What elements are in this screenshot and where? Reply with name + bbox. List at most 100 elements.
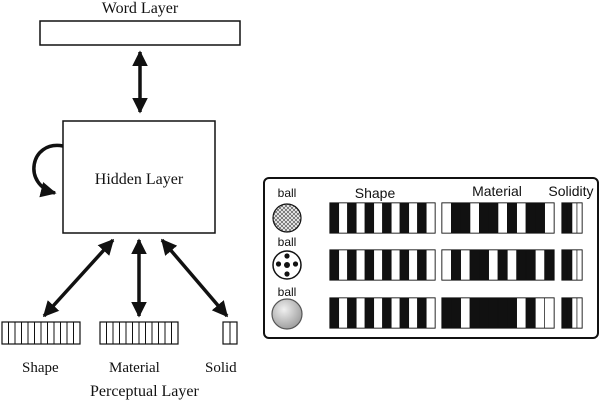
feature-unit-shape xyxy=(425,249,436,281)
feature-unit-material xyxy=(525,297,536,329)
feature-unit-shape xyxy=(399,249,410,281)
feature-unit-shape xyxy=(355,249,366,281)
feature-unit-material xyxy=(460,249,471,281)
row-2-object-label: ball xyxy=(278,235,297,249)
feature-unit-shape xyxy=(347,249,357,281)
feature-unit-material xyxy=(460,202,471,234)
feature-unit-shape xyxy=(390,297,401,329)
feature-unit-material xyxy=(469,297,480,329)
feature-unit-shape xyxy=(425,297,436,329)
feature-unit-material xyxy=(525,202,536,234)
feature-unit-material xyxy=(516,249,527,281)
shape-feature-label: Shape xyxy=(22,360,59,376)
feature-unit-material xyxy=(535,202,545,234)
perceptual-layer-label: Perceptual Layer xyxy=(90,383,200,400)
feature-unit-material xyxy=(441,297,452,329)
feature-unit-shape xyxy=(355,297,366,329)
shape-column-header: Shape xyxy=(355,185,396,201)
hidden-layer-label: Hidden Layer xyxy=(95,171,184,188)
material-column-header: Material xyxy=(472,183,522,199)
feature-unit-shape xyxy=(347,297,357,329)
feature-unit-shape xyxy=(382,202,392,234)
feature-unit-material xyxy=(451,249,461,281)
feature-unit-material xyxy=(497,202,508,234)
material-feature-label: Material xyxy=(109,360,160,376)
feature-unit-material xyxy=(469,249,480,281)
word-layer-label: Word Layer xyxy=(102,0,179,17)
row-1-object-label: ball xyxy=(278,186,297,200)
feature-unit-solidity xyxy=(571,249,578,281)
feature-unit-shape xyxy=(373,297,383,329)
feature-unit-material xyxy=(451,202,461,234)
feature-unit-shape xyxy=(399,202,410,234)
feature-unit-shape xyxy=(382,249,392,281)
feature-unit-material xyxy=(544,202,555,234)
hidden-solidity-arrow xyxy=(160,238,229,318)
feature-unit-shape xyxy=(373,202,383,234)
feature-unit-material xyxy=(507,297,517,329)
feature-unit-material xyxy=(516,297,527,329)
feature-unit-shape xyxy=(364,202,375,234)
feature-unit-material xyxy=(535,249,545,281)
shape-unit-bank xyxy=(1,321,81,345)
feature-unit-solidity xyxy=(576,249,583,281)
feature-unit-shape xyxy=(329,202,340,234)
feature-unit-material xyxy=(488,249,499,281)
feature-unit-material xyxy=(525,249,536,281)
feature-unit-shape xyxy=(417,249,427,281)
feature-unit-material xyxy=(497,249,508,281)
feature-unit-solidity xyxy=(561,297,568,329)
solidity-column-header: Solidity xyxy=(548,183,593,199)
solidity-unit-bank xyxy=(222,321,238,345)
feature-unit-shape xyxy=(347,202,357,234)
feature-unit-shape xyxy=(408,297,418,329)
feature-unit-solidity xyxy=(566,202,573,234)
feature-unit-material xyxy=(544,297,555,329)
feature-unit-solidity xyxy=(561,202,568,234)
material-unit-bank xyxy=(99,321,179,345)
feature-unit-shape xyxy=(364,297,375,329)
feature-unit-solidity xyxy=(561,249,568,281)
feature-unit-shape xyxy=(373,249,383,281)
mesh-ball-icon xyxy=(272,203,302,233)
network-diagram: Word Layer Hidden Layer Shape Material S… xyxy=(1,0,241,400)
feature-unit-material xyxy=(488,202,499,234)
feature-unit-shape xyxy=(329,249,340,281)
feature-unit-shape xyxy=(329,297,340,329)
recurrent-loop-arrow xyxy=(32,143,64,198)
hidden-layer-box xyxy=(62,120,216,234)
feature-unit-material xyxy=(544,249,555,281)
feature-unit-solidity xyxy=(571,297,578,329)
feature-unit-solidity xyxy=(566,297,573,329)
solidity-feature-label: Solid xyxy=(205,360,237,376)
feature-unit-material xyxy=(507,202,517,234)
feature-unit-shape xyxy=(408,202,418,234)
feature-unit-shape xyxy=(390,249,401,281)
row-3-object-label: ball xyxy=(278,285,297,299)
feature-unit-material xyxy=(441,202,452,234)
feature-unit-solidity xyxy=(576,202,583,234)
feature-unit-material xyxy=(497,297,508,329)
feature-unit-material xyxy=(479,202,489,234)
feature-unit-material xyxy=(479,297,489,329)
feature-unit-shape xyxy=(399,297,410,329)
feature-unit-material xyxy=(488,297,499,329)
feature-unit-material xyxy=(469,202,480,234)
feature-unit-shape xyxy=(425,202,436,234)
feature-unit-solidity xyxy=(571,202,578,234)
feature-unit-shape xyxy=(417,202,427,234)
feature-unit-material xyxy=(451,297,461,329)
feature-unit-material xyxy=(507,249,517,281)
feature-unit-material xyxy=(516,202,527,234)
feature-unit-material xyxy=(535,297,545,329)
feature-panel: Shape Material Solidity ball ball ball xyxy=(263,177,599,339)
feature-unit-material xyxy=(479,249,489,281)
feature-unit-shape xyxy=(390,202,401,234)
feature-unit-solidity xyxy=(576,297,583,329)
feature-bar-grid xyxy=(329,202,583,329)
dotted-ball-icon xyxy=(272,250,302,280)
feature-unit-material xyxy=(460,297,471,329)
feature-unit-shape xyxy=(382,297,392,329)
word-layer-box xyxy=(39,20,241,46)
feature-unit-shape xyxy=(355,202,366,234)
